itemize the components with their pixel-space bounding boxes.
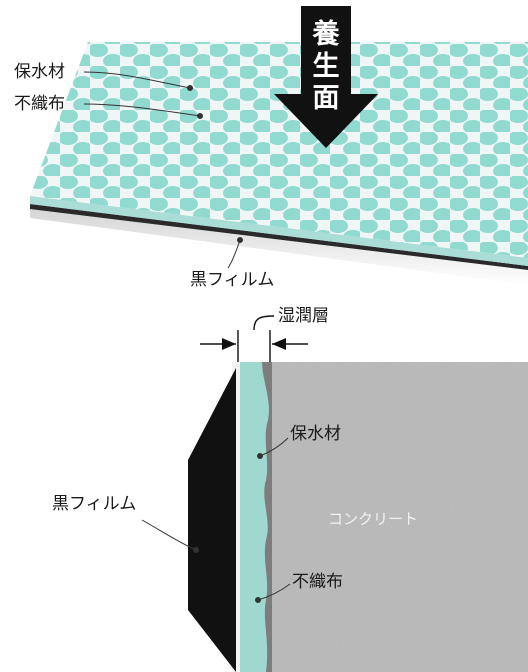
curing-surface-char-2: 生 (312, 51, 340, 82)
top-leader-lines (83, 71, 243, 269)
curing-surface-arrow (274, 6, 378, 148)
wet-layer-dimension (200, 315, 308, 362)
label-black-film-section: 黒フィルム (52, 494, 137, 514)
label-water-retention-section: 保水材 (290, 424, 341, 444)
label-nonwoven-section: 不織布 (292, 572, 343, 592)
water-retention-layer (238, 362, 269, 672)
bottom-leader-lines (141, 437, 291, 603)
water-retention-sheet-surface (30, 42, 528, 258)
label-water-retention-top: 保水材 (14, 62, 65, 82)
cross-section-illustration (188, 362, 528, 672)
curing-surface-char-3: 面 (312, 83, 340, 114)
label-concrete: コンクリート (328, 510, 419, 528)
curing-surface-char-1: 養 (312, 19, 340, 50)
sheet-edge (30, 196, 528, 266)
label-wet-layer: 湿潤層 (278, 306, 329, 326)
black-film-section (188, 368, 236, 672)
black-film-edge (30, 204, 528, 270)
label-nonwoven-top: 不織布 (14, 94, 65, 114)
label-black-film-top: 黒フィルム (190, 270, 275, 290)
top-sheet-illustration (30, 42, 528, 285)
